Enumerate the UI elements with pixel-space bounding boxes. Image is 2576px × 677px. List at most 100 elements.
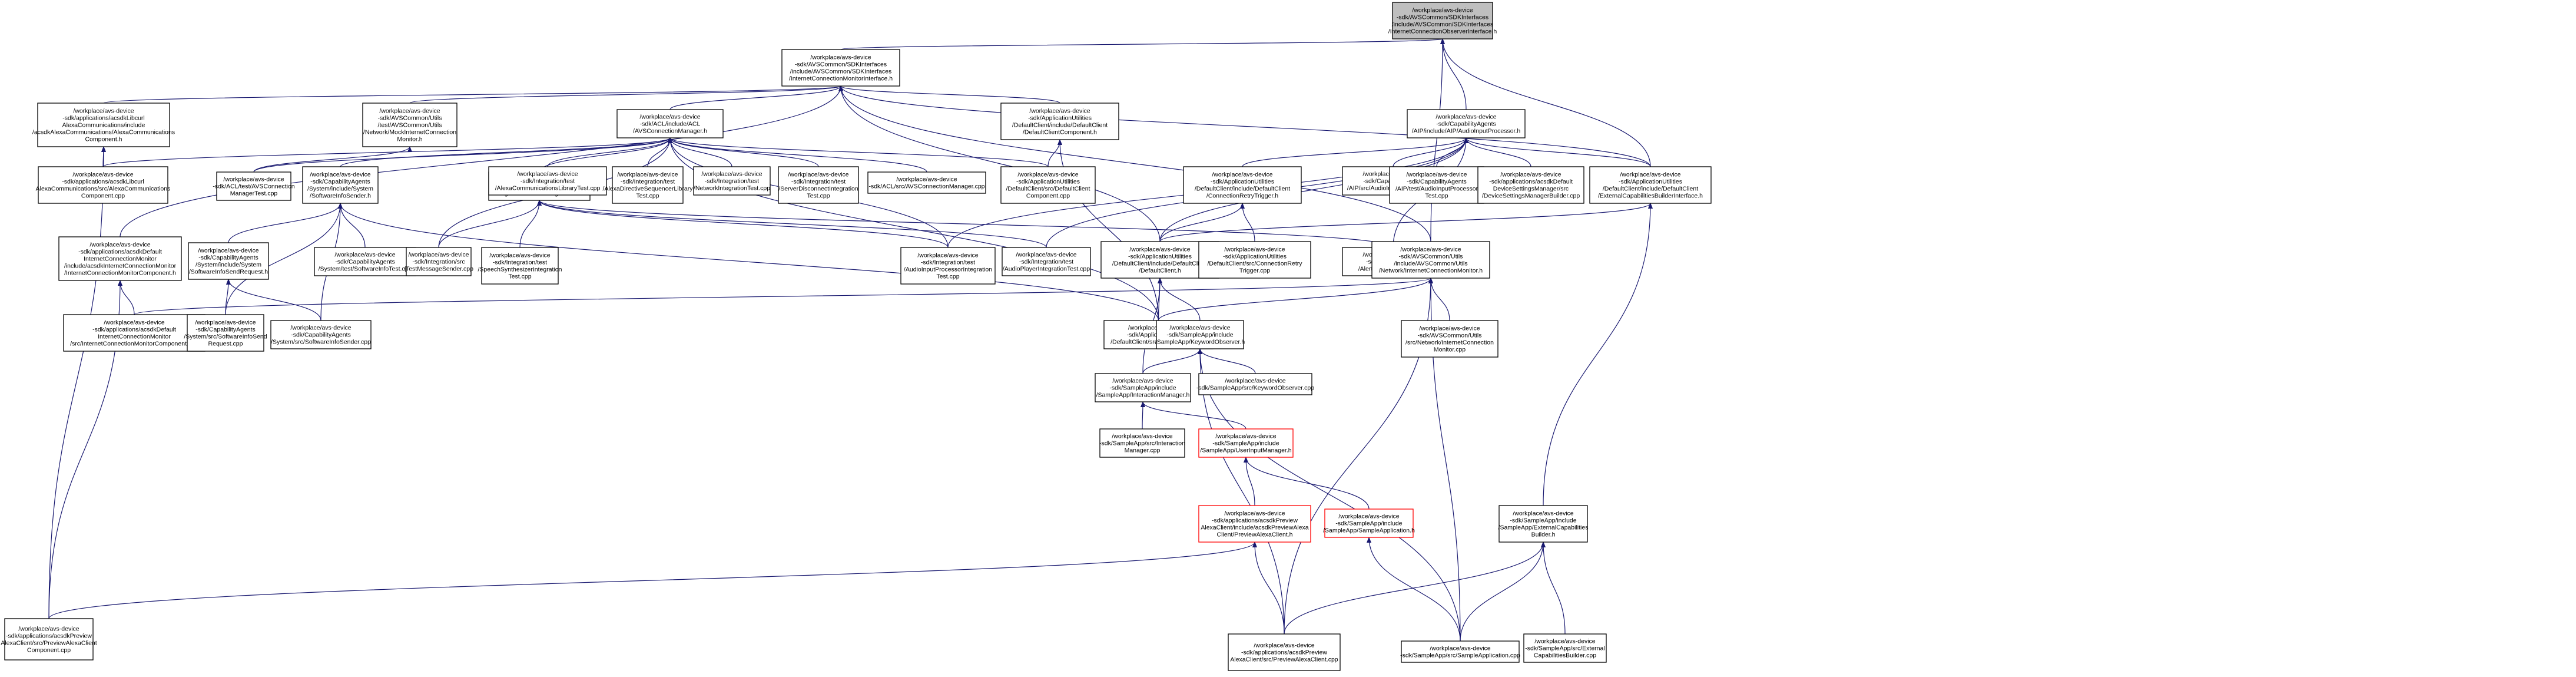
edge-pac_h-to-sum_h (1244, 457, 1255, 506)
node-label-line: /workplace/avs-device (73, 108, 134, 115)
node-label-line: -sdk/ApplicationUtilities (1223, 253, 1287, 260)
node-retry_cpp[interactable]: /workplace/avs-device-sdk/ApplicationUti… (1198, 241, 1311, 279)
node-label-line: /workplace/avs-device (408, 252, 469, 259)
node-aip_test[interactable]: /workplace/avs-device-sdk/CapabilityAgen… (1389, 166, 1484, 204)
node-acl_avscm[interactable]: /workplace/avs-device-sdk/ACL/include/AC… (616, 109, 724, 138)
node-sis_cpp[interactable]: /workplace/avs-device-sdk/CapabilityAgen… (270, 320, 372, 349)
node-label-line: -sdk/SampleApp/src/Interaction (1099, 440, 1185, 447)
node-label-line: -sdk/Integration/test (921, 259, 975, 266)
node-root[interactable]: /workplace/avs-device-sdk/AVSCommon/SDKI… (1388, 2, 1497, 39)
node-label-line: -sdk/Integration/src (412, 259, 465, 266)
node-label-line: /ExternalCapabilitiesBuilderInterface.h (1598, 193, 1703, 200)
node-pac_h[interactable]: /workplace/avs-device-sdk/applications/a… (1198, 505, 1311, 543)
node-box (1401, 320, 1498, 358)
edge-aip_h-to-root (1440, 38, 1467, 110)
node-im_cpp[interactable]: /workplace/avs-device-sdk/SampleApp/src/… (1099, 428, 1185, 458)
node-aip_h[interactable]: /workplace/avs-device-sdk/CapabilityAgen… (1407, 109, 1526, 138)
node-box (481, 247, 559, 285)
node-pac_comp_cpp[interactable]: /workplace/avs-device-sdk/applications/a… (1, 618, 97, 661)
node-label-line: Component.cpp (81, 193, 125, 200)
node-ecb_h[interactable]: /workplace/avs-device-sdk/ApplicationUti… (1589, 166, 1712, 204)
node-label-line: /include/AVSCommon/SDKInterfaces (790, 68, 892, 75)
edge-sis_h-to-acl_avscm (340, 137, 672, 167)
node-label-line: /SampleApp/ExternalCapabilities (1498, 524, 1589, 531)
node-box (314, 247, 416, 276)
node-aip_int_test[interactable]: /workplace/avs-device-sdk/Integration/te… (900, 247, 996, 285)
node-kwo_cpp[interactable]: /workplace/avs-device-sdk/SampleApp/src/… (1196, 373, 1314, 395)
node-libcurl_cpp[interactable]: /workplace/avs-device-sdk/applications/a… (36, 166, 171, 204)
node-box (1523, 633, 1607, 663)
node-label-line: /workplace/avs-device (18, 626, 79, 633)
node-dicm_h[interactable]: /workplace/avs-device-sdk/applications/a… (58, 236, 182, 281)
node-label-line: /SampleApp/UserInputManager.h (1200, 447, 1291, 454)
edge-aip_src-to-aip_h (1393, 137, 1468, 167)
node-label-line: /SampleApp/KeywordObserver.h (1155, 339, 1245, 346)
node-sa_cpp[interactable]: /workplace/avs-device-sdk/SampleApp/src/… (1400, 640, 1520, 663)
edge-tms_src-to-itms_h (438, 200, 542, 248)
node-label-line: /workplace/avs-device (1412, 7, 1473, 14)
node-label-line: -sdk/SampleApp/include (1510, 517, 1576, 524)
node-label-line: -sdk/CapabilityAgents (1407, 179, 1467, 186)
node-label-line: /workplace/avs-device (1400, 246, 1461, 253)
node-dc_retry_h[interactable]: /workplace/avs-device-sdk/ApplicationUti… (1183, 166, 1302, 204)
node-label-line: /workplace/avs-device (1419, 325, 1480, 332)
node-icmi[interactable]: /workplace/avs-device-sdk/AVSCommon/SDKI… (781, 49, 900, 87)
node-icm_h[interactable]: /workplace/avs-device-sdk/AVSCommon/Util… (1371, 241, 1490, 279)
node-acl_src[interactable]: /workplace/avs-device-sdk/ACL/src/AVSCon… (867, 171, 986, 194)
node-sum_h[interactable]: /workplace/avs-device-sdk/SampleApp/incl… (1198, 428, 1294, 458)
node-speech_test[interactable]: /workplace/avs-device-sdk/Integration/te… (478, 247, 562, 285)
node-label-line: -sdk/Integration/test (493, 259, 547, 266)
node-acl_test[interactable]: /workplace/avs-device-sdk/ACL/test/AVSCo… (213, 171, 295, 201)
node-dicm_cpp[interactable]: /workplace/avs-device-sdk/applications/a… (63, 314, 205, 352)
node-box (406, 247, 472, 276)
node-dc_comp_h[interactable]: /workplace/avs-device-sdk/ApplicationUti… (1000, 103, 1119, 140)
node-box (1000, 103, 1119, 140)
node-icm_cpp[interactable]: /workplace/avs-device-sdk/AVSCommon/Util… (1401, 320, 1498, 358)
edge-acl_test-to-mock_icm (253, 146, 412, 173)
node-label-line: -sdk/applications/acsdkPreview (1212, 517, 1298, 524)
node-alexacomm_test[interactable]: /workplace/avs-device-sdk/Integration/te… (488, 166, 607, 196)
node-label-line: Test.cpp (508, 273, 531, 280)
node-label-line: /workplace/avs-device (1620, 171, 1680, 179)
node-label-line: -sdk/applications/acsdkDefault (1489, 179, 1573, 186)
edge-dc_cpp-to-icm_h (1158, 278, 1433, 321)
edge-dc_h-to-ecb_h (1159, 203, 1653, 242)
edge-ap_int_test-to-itms_h (537, 200, 1047, 248)
edge-sa_h-to-sum_h (1244, 457, 1370, 510)
node-libcurl_h[interactable]: /workplace/avs-device-sdk/applications/a… (32, 103, 175, 147)
node-dc_comp_cpp[interactable]: /workplace/avs-device-sdk/ApplicationUti… (1000, 166, 1096, 204)
node-pac_cpp[interactable]: /workplace/avs-device-sdk/applications/a… (1228, 633, 1341, 671)
node-label-line: /workplace/avs-device (1435, 114, 1496, 121)
node-ap_int_test[interactable]: /workplace/avs-device-sdk/Integration/te… (1002, 247, 1091, 276)
node-label-line: /DefaultClient/include/DefaultClient (1195, 186, 1290, 193)
node-label-line: -sdk/SampleApp/src/External (1525, 645, 1604, 652)
edge-ecb_h-to-icmi (838, 85, 1651, 167)
node-alexadir_test[interactable]: /workplace/avs-device-sdk/Integration/te… (603, 166, 694, 204)
node-sis_req_h[interactable]: /workplace/avs-device-sdk/CapabilityAgen… (188, 242, 269, 280)
node-box (63, 314, 205, 352)
node-label-line: /DefaultClientComponent.h (1023, 129, 1097, 136)
node-mock_icm[interactable]: /workplace/avs-device-sdk/AVSCommon/Util… (362, 103, 457, 147)
node-server_test[interactable]: /workplace/avs-device-sdk/Integration/te… (778, 166, 859, 204)
node-ecb_cpp[interactable]: /workplace/avs-device-sdk/SampleApp/src/… (1523, 633, 1607, 663)
node-label-line: /workplace/avs-device (1212, 171, 1272, 179)
node-label-line: /workplace/avs-device (1225, 378, 1285, 385)
node-label-line: /workplace/avs-device (104, 319, 164, 326)
node-sis_h[interactable]: /workplace/avs-device-sdk/CapabilityAgen… (302, 166, 379, 204)
node-box (302, 166, 379, 204)
node-sis_test[interactable]: /workplace/avs-device-sdk/CapabilityAgen… (314, 247, 416, 276)
node-sa_h[interactable]: /workplace/avs-device-sdk/SampleApp/incl… (1323, 508, 1415, 538)
node-label-line: /System/include/System (195, 262, 261, 269)
node-kwo_h[interactable]: /workplace/avs-device-sdk/SampleApp/incl… (1155, 320, 1245, 349)
node-label-line: Component.cpp (27, 647, 71, 654)
node-label-line: -sdk/ApplicationUtilities (1619, 179, 1682, 186)
node-dsm_builder[interactable]: /workplace/avs-device-sdk/applications/a… (1477, 166, 1584, 204)
node-sis_req_cpp[interactable]: /workplace/avs-device-sdk/CapabilityAgen… (184, 314, 267, 352)
node-network_test[interactable]: /workplace/avs-device-sdk/Integration/te… (693, 166, 771, 196)
node-label-line: /InternetConnectionObserverInterface.h (1388, 28, 1497, 35)
node-ecb_sa_h[interactable]: /workplace/avs-device-sdk/SampleApp/incl… (1498, 505, 1589, 543)
node-box (1198, 241, 1311, 279)
node-im_h[interactable]: /workplace/avs-device-sdk/SampleApp/incl… (1095, 373, 1191, 402)
node-tms_src[interactable]: /workplace/avs-device-sdk/Integration/sr… (404, 247, 473, 276)
node-label-line: /SoftwareInfoSender.h (310, 193, 371, 200)
